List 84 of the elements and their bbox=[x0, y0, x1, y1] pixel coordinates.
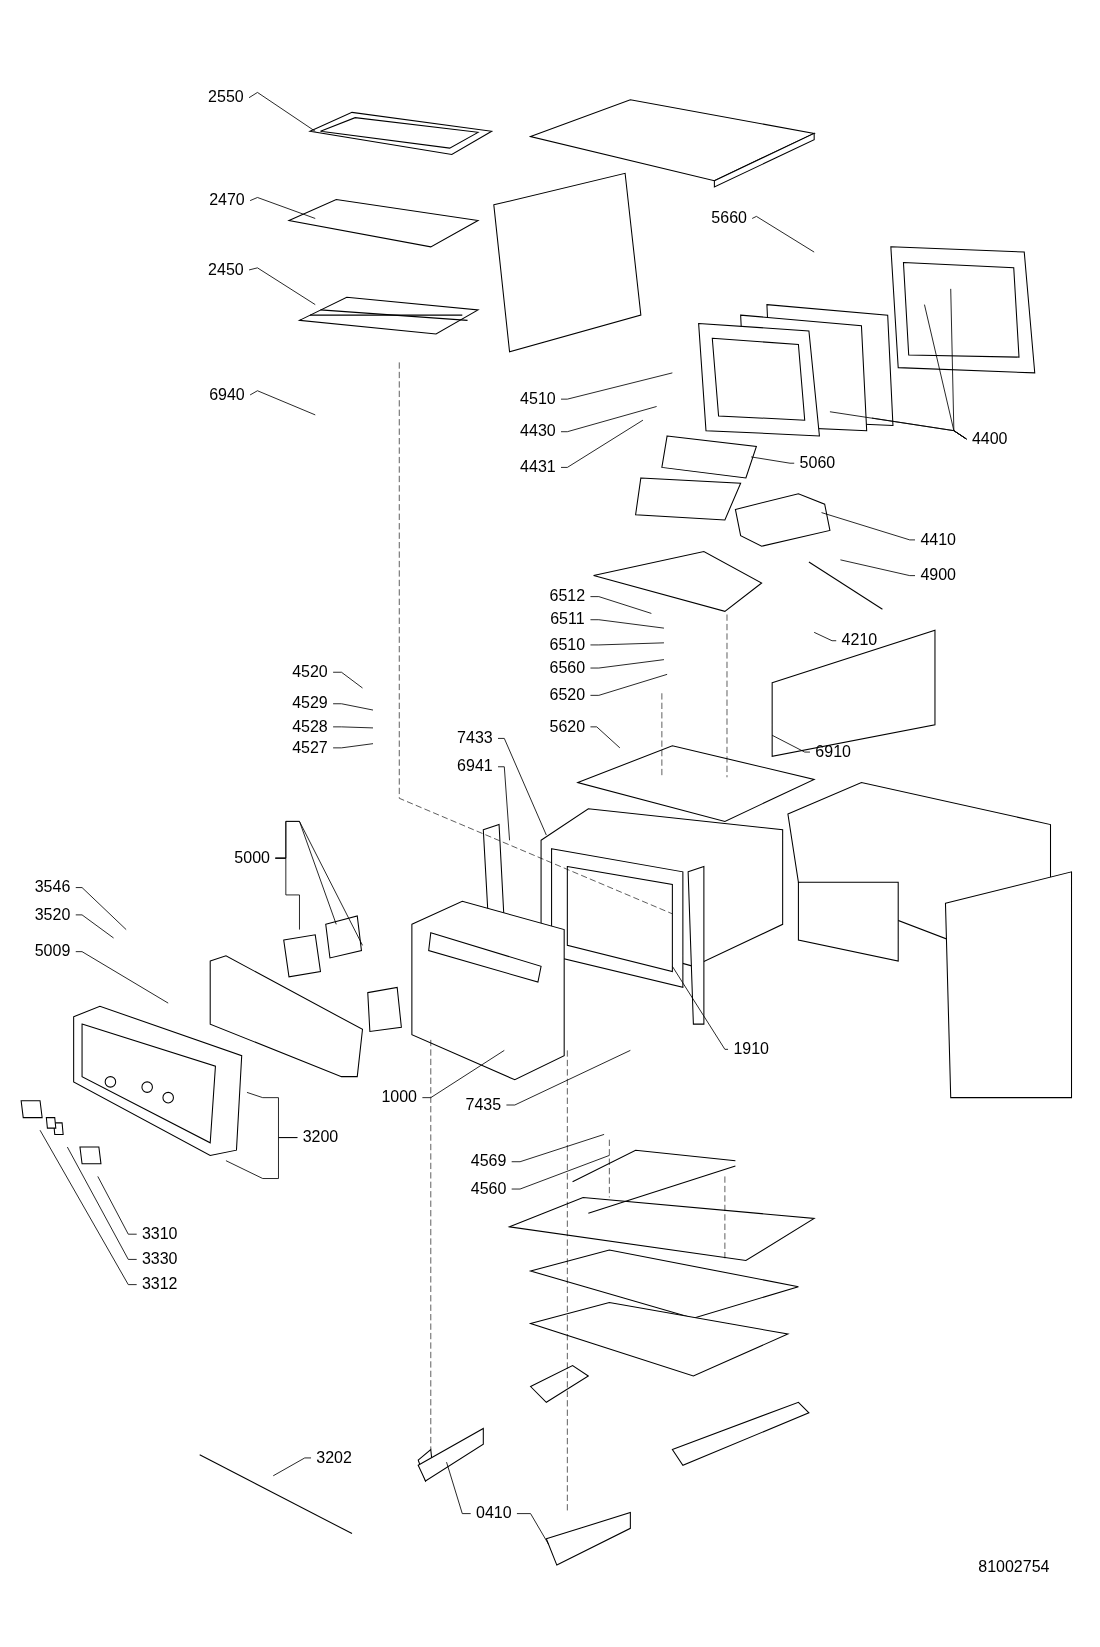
callout-number: 4510 bbox=[514, 388, 561, 409]
callout-number: 2470 bbox=[203, 190, 251, 211]
callout-number: 3200 bbox=[297, 1127, 344, 1148]
callout-number: 6940 bbox=[203, 384, 251, 405]
leader-line bbox=[421, 1049, 505, 1099]
callout-number: 4430 bbox=[514, 421, 561, 442]
callout-number: 4569 bbox=[465, 1151, 512, 1172]
drawing-number: 81002754 bbox=[977, 1557, 1051, 1577]
leader-line bbox=[771, 734, 811, 753]
callout-number: 5009 bbox=[29, 941, 76, 962]
callout-number: 7435 bbox=[460, 1094, 507, 1115]
callout-number: 6512 bbox=[544, 586, 591, 607]
callout-number: 0410 bbox=[470, 1503, 517, 1524]
leader-line bbox=[75, 887, 127, 930]
leader-line bbox=[39, 1129, 138, 1286]
leader-line bbox=[75, 951, 169, 1004]
leader-line bbox=[750, 456, 795, 464]
callout-number: 5060 bbox=[794, 452, 841, 473]
leader-line bbox=[560, 372, 673, 400]
callout-number: 4210 bbox=[836, 630, 883, 651]
leader-line bbox=[249, 197, 316, 219]
leader-line bbox=[590, 726, 621, 749]
callout-number: 4560 bbox=[465, 1178, 512, 1199]
leader-line bbox=[225, 1137, 298, 1179]
leader-line bbox=[751, 215, 815, 253]
callout-number: 6510 bbox=[544, 634, 591, 655]
leader-line bbox=[332, 726, 374, 729]
leader-line bbox=[332, 743, 374, 749]
leader-line bbox=[66, 1146, 138, 1260]
leader-line bbox=[332, 671, 363, 689]
leader-line bbox=[497, 766, 510, 841]
leader-line bbox=[840, 559, 916, 577]
callout-number: 4900 bbox=[915, 565, 962, 586]
leader-line bbox=[813, 631, 837, 642]
leader-line bbox=[511, 1134, 605, 1163]
leader-line bbox=[506, 1049, 631, 1106]
callout-number: 3330 bbox=[136, 1249, 183, 1270]
leader-line bbox=[446, 1461, 472, 1514]
leader-line bbox=[97, 1176, 138, 1235]
callout-number: 6520 bbox=[544, 685, 591, 705]
callout-number: 3520 bbox=[29, 904, 76, 925]
callout-number: 5620 bbox=[544, 716, 591, 737]
callout-number: 2550 bbox=[202, 87, 249, 108]
leader-line bbox=[332, 703, 374, 711]
callout-number: 3310 bbox=[136, 1223, 183, 1244]
callout-number: 4431 bbox=[514, 457, 561, 477]
leader-line bbox=[516, 1513, 549, 1545]
leader-line bbox=[248, 267, 316, 306]
callout-number: 3312 bbox=[136, 1274, 183, 1295]
callout-number: 6910 bbox=[810, 741, 857, 762]
leader-line bbox=[560, 419, 644, 468]
callout-number: 4400 bbox=[966, 428, 1013, 449]
leader-line bbox=[821, 512, 916, 541]
leader-line bbox=[590, 642, 665, 646]
leader-line bbox=[590, 673, 668, 696]
callout-number: 6511 bbox=[544, 609, 591, 630]
callout-number: 2450 bbox=[202, 259, 249, 280]
callout-number: 6941 bbox=[451, 756, 498, 777]
callout-number: 5000 bbox=[229, 847, 276, 868]
leader-line bbox=[590, 619, 665, 629]
callout-number: 1000 bbox=[376, 1087, 423, 1108]
leader-line bbox=[511, 1155, 610, 1190]
callout-number: 4527 bbox=[286, 737, 334, 758]
leader-line bbox=[75, 914, 114, 939]
leader-line bbox=[272, 1457, 312, 1477]
callout-number: 7433 bbox=[451, 728, 498, 749]
leader-line bbox=[671, 965, 729, 1050]
leader-line bbox=[249, 390, 316, 416]
callout-number: 4528 bbox=[286, 716, 334, 737]
callout-number: 6560 bbox=[544, 657, 591, 678]
callout-number: 1910 bbox=[728, 1039, 775, 1060]
leader-line bbox=[590, 596, 652, 614]
leader-line bbox=[497, 738, 547, 836]
leader-line bbox=[274, 857, 300, 930]
callout-number: 5660 bbox=[706, 208, 753, 228]
leader-line bbox=[950, 288, 967, 440]
callout-number: 4529 bbox=[286, 693, 334, 714]
callout-number: 3546 bbox=[29, 877, 76, 898]
callout-number: 4520 bbox=[286, 661, 334, 682]
leader-line bbox=[590, 659, 665, 669]
callout-number: 4410 bbox=[915, 529, 962, 550]
leader-line bbox=[248, 92, 316, 132]
leader-line bbox=[560, 406, 658, 433]
callout-number: 3202 bbox=[310, 1447, 358, 1468]
